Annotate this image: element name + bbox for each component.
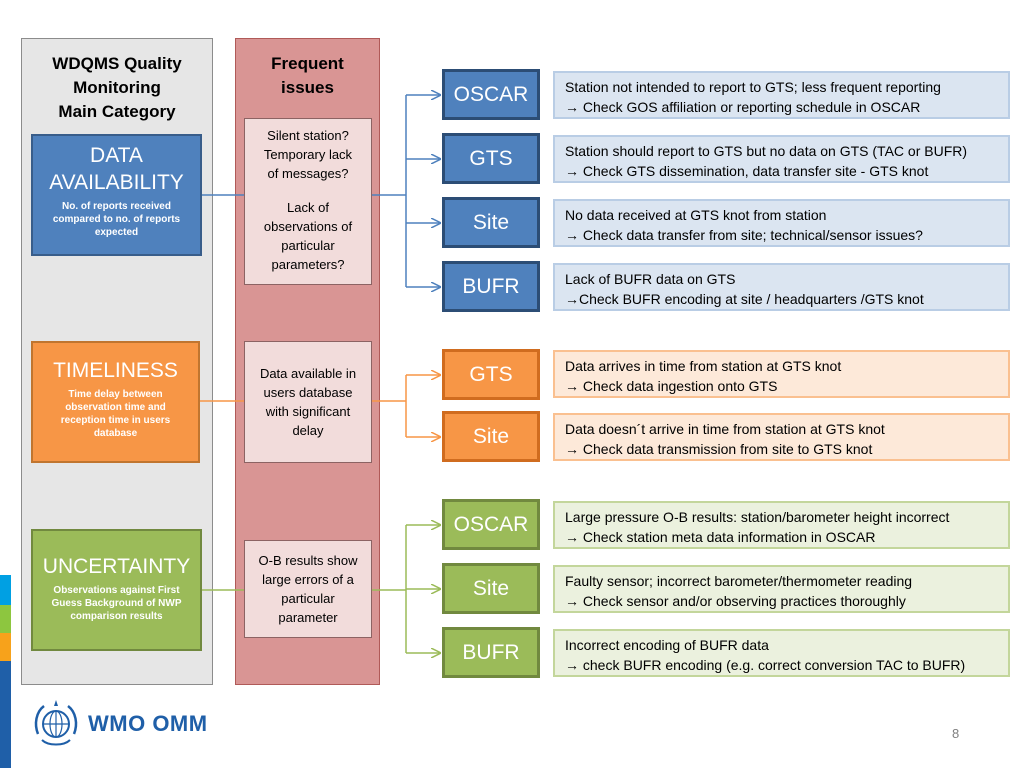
accent-strip-blue-top [0,575,11,605]
check-description: Data arrives in time from station at GTS… [553,350,1010,398]
accent-strip-orange [0,633,11,661]
issue-uncertainty: O-B results show large errors of a parti… [244,540,372,638]
check-description: Incorrect encoding of BUFR data → check … [553,629,1010,677]
category-data-availability: DATA AVAILABILITY No. of reports receive… [31,134,202,256]
page-number: 8 [952,726,960,741]
issue-lack-of-observations: Lack of observations of particular param… [263,200,353,272]
issue-timeliness: Data available in users database with si… [244,341,372,463]
check-description: Faulty sensor; incorrect barometer/therm… [553,565,1010,613]
issue-silent-station: Silent station? Temporary lack of messag… [263,128,353,181]
check-description: Large pressure O-B results: station/baro… [553,501,1010,549]
frequent-issues-header: Frequent issues [271,54,344,97]
check-description: Station not intended to report to GTS; l… [553,71,1010,119]
key-oscar: OSCAR [442,69,540,120]
key-bufr: BUFR [442,261,540,312]
category-timeliness: TIMELINESS Time delay between observatio… [31,341,200,463]
check-description: Lack of BUFR data on GTS →Check BUFR enc… [553,263,1010,311]
accent-strip-blue-bottom [0,661,11,768]
key-gts: GTS [442,133,540,184]
check-description: No data received at GTS knot from statio… [553,199,1010,247]
category-uncertainty: UNCERTAINTY Observations against First G… [31,529,202,651]
key-gts: GTS [442,349,540,400]
check-description: Station should report to GTS but no data… [553,135,1010,183]
key-oscar: OSCAR [442,499,540,550]
key-site: Site [442,197,540,248]
key-site: Site [442,563,540,614]
issue-availability: Silent station? Temporary lack of messag… [244,118,372,285]
main-category-header: WDQMS Quality Monitoring Main Category [52,54,182,121]
key-bufr: BUFR [442,627,540,678]
wmo-logo-text: WMO OMM [88,711,208,736]
accent-strip-green [0,605,11,633]
check-description: Data doesn´t arrive in time from station… [553,413,1010,461]
wmo-emblem-icon [34,700,78,746]
key-site: Site [442,411,540,462]
